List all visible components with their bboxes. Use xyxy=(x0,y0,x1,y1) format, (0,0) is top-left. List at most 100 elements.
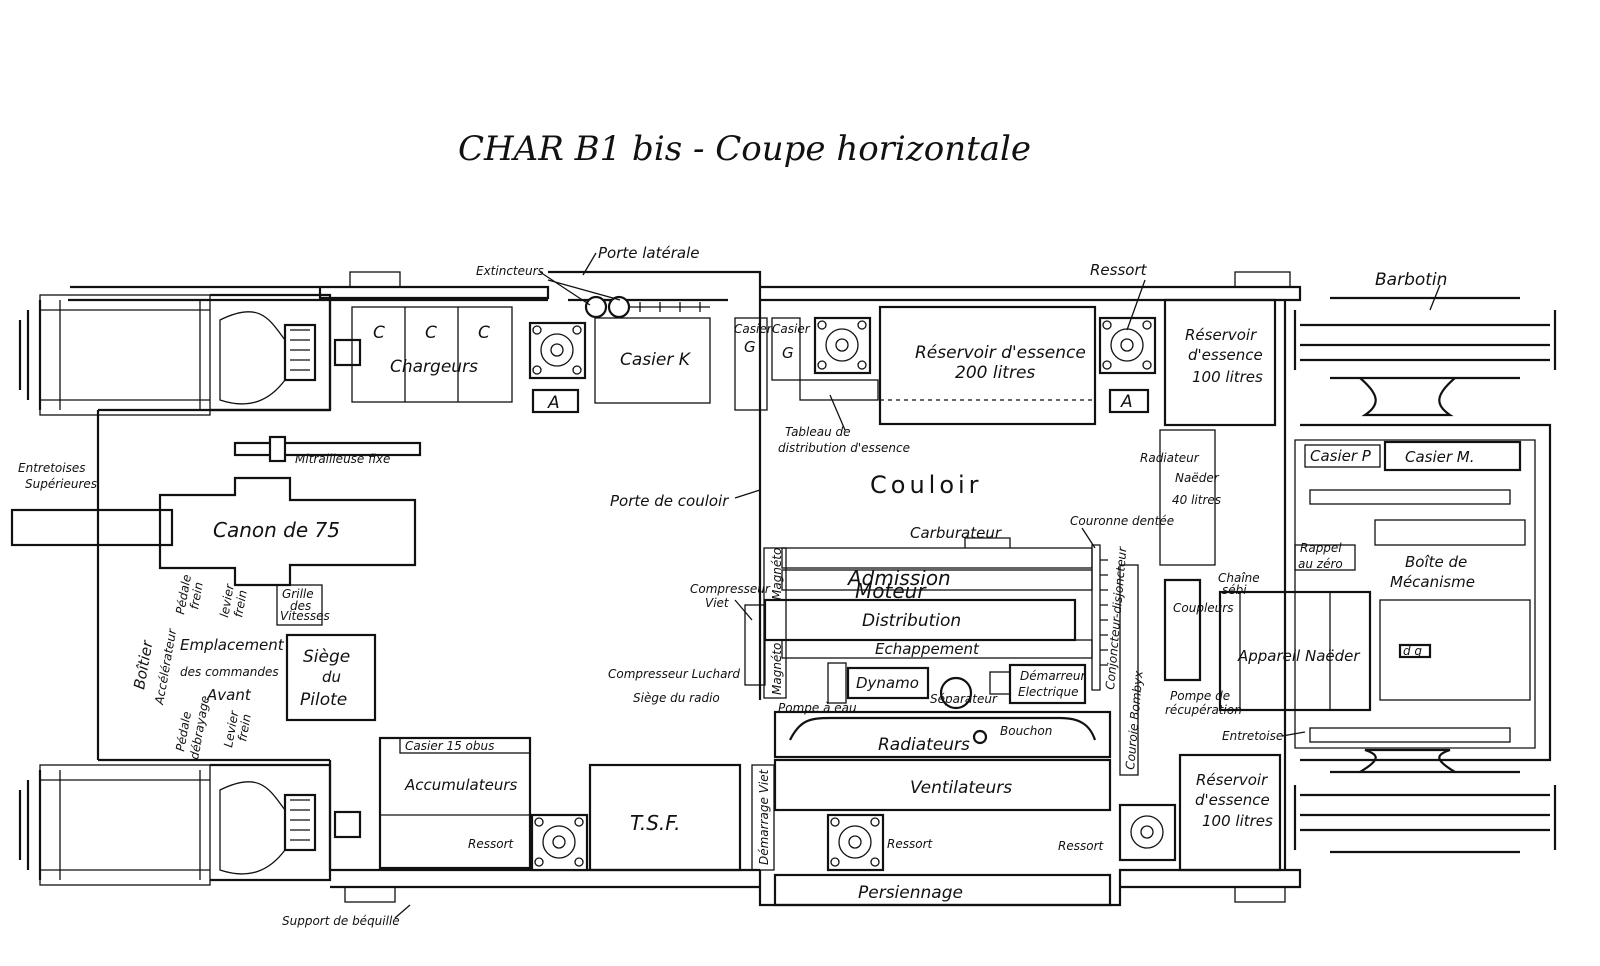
label-chargeurs-c1: C xyxy=(373,323,385,343)
label-demarreur-l1: Démarreur xyxy=(1020,669,1087,683)
label-entretoise: Entretoise xyxy=(1222,729,1283,743)
label-emplacement-l3: Avant xyxy=(206,686,252,704)
extincteurs xyxy=(547,279,710,319)
label-radiateur-l1: Radiateur xyxy=(1140,451,1200,465)
radiateur-naeder: Radiateur Naëder 40 litres xyxy=(1140,429,1221,566)
chargeurs-rack: C C Chargeurs xyxy=(351,306,513,403)
casier-15-obus: Casier 15 obus Accumulateurs xyxy=(378,736,532,870)
label-siege-radio: Siège du radio xyxy=(633,691,720,705)
label-canon: Canon de 75 xyxy=(213,518,340,542)
label-casier-g1: Casier xyxy=(734,322,773,336)
label-couronne: Couronne dentée xyxy=(1070,514,1174,528)
label-ressort-top: Ressort xyxy=(1090,261,1148,279)
label-ressort-rear-left: Ressort xyxy=(468,837,515,851)
label-reservoir-200-l2: 200 litres xyxy=(955,363,1035,383)
label-porte-laterale: Porte latérale xyxy=(598,244,700,262)
casiers-g: Casier G Casier G xyxy=(734,317,811,411)
label-carburateur: Carburateur xyxy=(910,524,1002,542)
label-ventilateurs: Ventilateurs xyxy=(910,778,1012,798)
steering-shafts xyxy=(1309,489,1511,743)
demarreur-electrique: Démarreur Electrique xyxy=(989,663,1087,705)
label-ressort-rear-center: Ressort xyxy=(887,837,934,851)
label-boitier: Boîtier xyxy=(130,638,156,690)
dynamo: Dynamo xyxy=(827,662,930,704)
label-grille-l2: des xyxy=(290,599,311,613)
ventilateurs: Ventilateurs xyxy=(773,758,1112,812)
canon-75: Canon de 75 xyxy=(10,476,417,587)
label-res100-bot-l2: d'essence xyxy=(1195,791,1270,809)
label-res100-bot-l3: 100 litres xyxy=(1202,812,1273,830)
rear-right-barbotin xyxy=(1293,748,1557,854)
spring-block-front-left: A xyxy=(528,321,587,414)
label-accumulateurs: Accumulateurs xyxy=(404,776,518,794)
casiers-p-m: Casier P Casier M. xyxy=(1304,440,1522,472)
label-chaine-sub: sébi xyxy=(1222,583,1247,597)
label-echappement: Echappement xyxy=(875,640,980,658)
demarrage-viet: Démarrage Viet xyxy=(751,764,775,871)
label-boite-l2: Mécanisme xyxy=(1390,573,1475,591)
casier-k: Casier K xyxy=(594,317,711,404)
label-entretoises-l1: Entretoises xyxy=(18,461,85,475)
label-siege-l1: Siège xyxy=(303,647,350,667)
label-radiateurs: Radiateurs xyxy=(878,735,970,755)
front-left-track-wheel: C xyxy=(18,293,385,416)
label-res100-top-l1: Réservoir xyxy=(1185,326,1257,344)
boite-mecanisme: d g Boîte de Mécanisme xyxy=(1374,519,1531,701)
label-bouchon: Bouchon xyxy=(1000,724,1052,738)
label-pompe-recup-l2: récupération xyxy=(1165,703,1242,717)
label-dynamo: Dynamo xyxy=(856,674,919,692)
label-demarreur-l2: Electrique xyxy=(1018,685,1078,699)
label-magneto-2: Magnéto xyxy=(770,643,784,695)
label-couloir: Couloir xyxy=(870,471,983,499)
label-compresseur-viet-l2: Viet xyxy=(705,596,730,610)
label-grille-l1: Grille xyxy=(282,587,314,601)
label-emplacement-l2: des commandes xyxy=(180,665,279,679)
label-res100-top-l3: 100 litres xyxy=(1192,368,1263,386)
label-a-left: A xyxy=(547,393,560,413)
label-casier-15: Casier 15 obus xyxy=(405,739,494,753)
label-pompe-eau: Pompe à eau xyxy=(778,701,857,715)
label-pedale-frein-l2: frein xyxy=(187,581,206,610)
rappel-zero: Rappel au zéro xyxy=(1294,541,1356,571)
mitrailleuse-fixe xyxy=(233,435,422,463)
label-persiennage: Persiennage xyxy=(858,883,963,903)
label-rappel-l1: Rappel xyxy=(1300,541,1342,555)
label-radiateur-l2: Naëder xyxy=(1175,471,1220,485)
label-conjoncteur: Conjoncteur-disjoncteur xyxy=(1103,545,1130,690)
label-chargeurs: Chargeurs xyxy=(390,357,478,377)
hull-outline xyxy=(68,270,1552,907)
spring-block-front-right: A xyxy=(1098,316,1157,414)
label-casier-g2: Casier xyxy=(772,322,811,336)
label-tableau-l1: Tableau de xyxy=(785,425,851,439)
label-compresseur-viet-l1: Compresseur xyxy=(690,582,771,596)
front-right-barbotin xyxy=(1293,296,1557,417)
label-tsf: T.S.F. xyxy=(630,811,681,835)
label-dg: d g xyxy=(1403,644,1422,658)
label-pedale-debrayage-l1: Pédale xyxy=(173,710,194,752)
label-casier-k: Casier K xyxy=(620,350,692,370)
label-separateur: Séparateur xyxy=(930,692,998,706)
reservoir-200-litres: Réservoir d'essence 200 litres xyxy=(878,305,1097,426)
label-res100-top-l2: d'essence xyxy=(1188,346,1263,364)
radiateurs: Radiateurs Bouchon xyxy=(773,710,1112,759)
label-tableau-l2: distribution d'essence xyxy=(778,441,910,455)
label-reservoir-200-l1: Réservoir d'essence xyxy=(915,343,1086,363)
label-levier2-l2: frein xyxy=(235,713,254,742)
spring-block-rear-right: Ressort xyxy=(1058,803,1177,862)
label-chaine: Chaîne xyxy=(1218,571,1260,585)
hull-feet xyxy=(344,271,1291,903)
label-support-bequille: Support de béquille xyxy=(282,914,400,928)
spring-block-center xyxy=(799,316,879,401)
spring-block-rear-left: Ressort xyxy=(468,813,589,872)
label-moteur: Moteur xyxy=(855,579,927,603)
label-barbotin: Barbotin xyxy=(1375,270,1447,290)
appareil-naeder: Appareil Naëder xyxy=(1218,590,1372,712)
label-pedale-frein-l1: Pédale xyxy=(173,573,194,615)
separateur: Séparateur xyxy=(930,676,998,710)
label-pompe-recup-l1: Pompe de xyxy=(1170,689,1230,703)
rear-left-track-wheel xyxy=(18,763,362,886)
label-siege-l3: Pilote xyxy=(300,690,347,710)
label-siege-l2: du xyxy=(322,668,341,686)
label-levier2-l1: Levier xyxy=(221,709,241,749)
label-distribution: Distribution xyxy=(862,611,961,631)
